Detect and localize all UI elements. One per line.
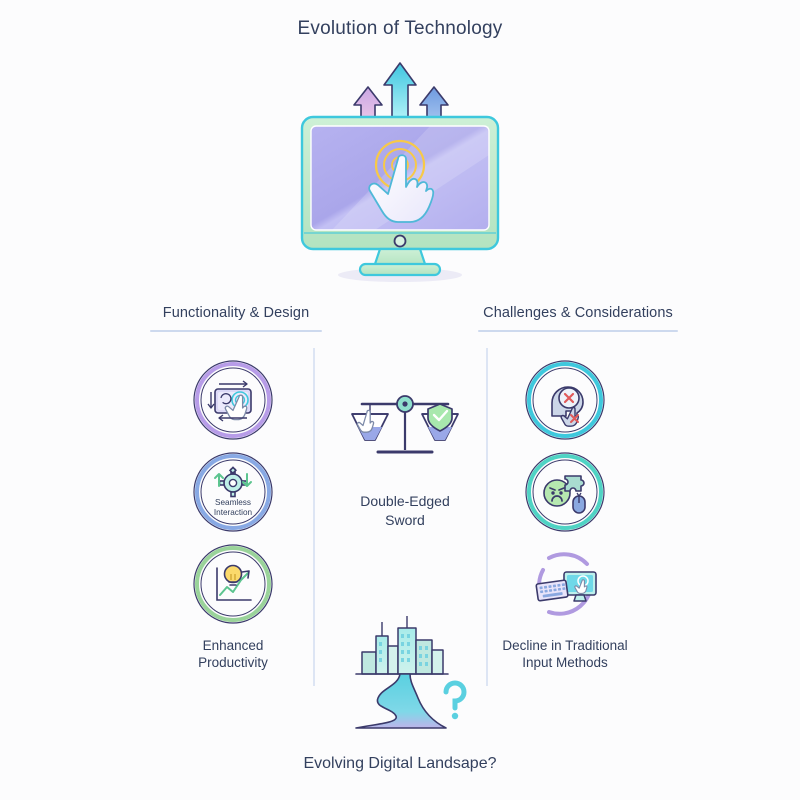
- pointing-hand-icon: [368, 154, 435, 223]
- gear-arrows-icon: Seamless Interaction: [189, 448, 277, 536]
- angry-face-puzzle-mouse-icon: [521, 448, 609, 536]
- section-header-left-rule: [150, 330, 322, 332]
- city-winding-road-question-icon: [326, 612, 486, 732]
- up-arrow-blue: [419, 86, 449, 126]
- decline-label-line2: Input Methods: [522, 655, 608, 670]
- keyboard-monitor-decline-icon: [521, 540, 609, 628]
- left-column: Seamless Interaction: [148, 356, 318, 671]
- touchscreen-tablet-gesture-icon: [189, 356, 277, 444]
- balance-scale-icon: [340, 382, 470, 482]
- scale-label-line2: Sword: [385, 512, 425, 528]
- up-arrow-cyan: [383, 62, 417, 118]
- up-arrow-pink: [353, 86, 383, 126]
- section-header-right-rule: [478, 330, 678, 332]
- enhanced-label-line2: Productivity: [198, 655, 268, 670]
- touchscreen-monitor-icon: [300, 62, 500, 282]
- right-column: Decline in Traditional Input Methods: [480, 356, 650, 671]
- left-item-3-caption: Enhanced Productivity: [198, 637, 268, 671]
- seamless-label-line2: Interaction: [214, 508, 253, 517]
- enhanced-label-line1: Enhanced: [202, 638, 264, 653]
- seamless-label-line1: Seamless: [215, 498, 251, 507]
- section-header-left-label: Functionality & Design: [162, 305, 310, 321]
- hero-illustration: [280, 55, 520, 285]
- right-item-2[interactable]: [521, 448, 609, 536]
- divider-right: [486, 348, 488, 686]
- right-item-3-caption: Decline in Traditional Input Methods: [502, 637, 627, 671]
- center-scale-caption: Double-Edged Sword: [360, 492, 450, 530]
- left-item-1[interactable]: [189, 356, 277, 444]
- section-header-right-label: Challenges & Considerations: [483, 305, 673, 321]
- page-title: Evolution of Technology: [297, 18, 503, 39]
- left-item-3[interactable]: Enhanced Productivity: [189, 540, 277, 671]
- bottom-caption: Evolving Digital Landsape?: [303, 755, 497, 772]
- lightbulb-growth-chart-icon: [189, 540, 277, 628]
- scale-label-line1: Double-Edged: [360, 493, 450, 509]
- divider-left: [313, 348, 315, 686]
- right-item-3[interactable]: Decline in Traditional Input Methods: [502, 540, 628, 671]
- section-header-right: Challenges & Considerations: [478, 305, 678, 332]
- head-error-cursor-icon: [521, 356, 609, 444]
- decline-label-line1: Decline in Traditional: [502, 638, 628, 653]
- section-header-left: Functionality & Design: [150, 305, 322, 332]
- left-item-2[interactable]: Seamless Interaction: [189, 448, 277, 536]
- center-column: Double-Edged Sword: [325, 382, 485, 530]
- right-item-1[interactable]: [521, 356, 609, 444]
